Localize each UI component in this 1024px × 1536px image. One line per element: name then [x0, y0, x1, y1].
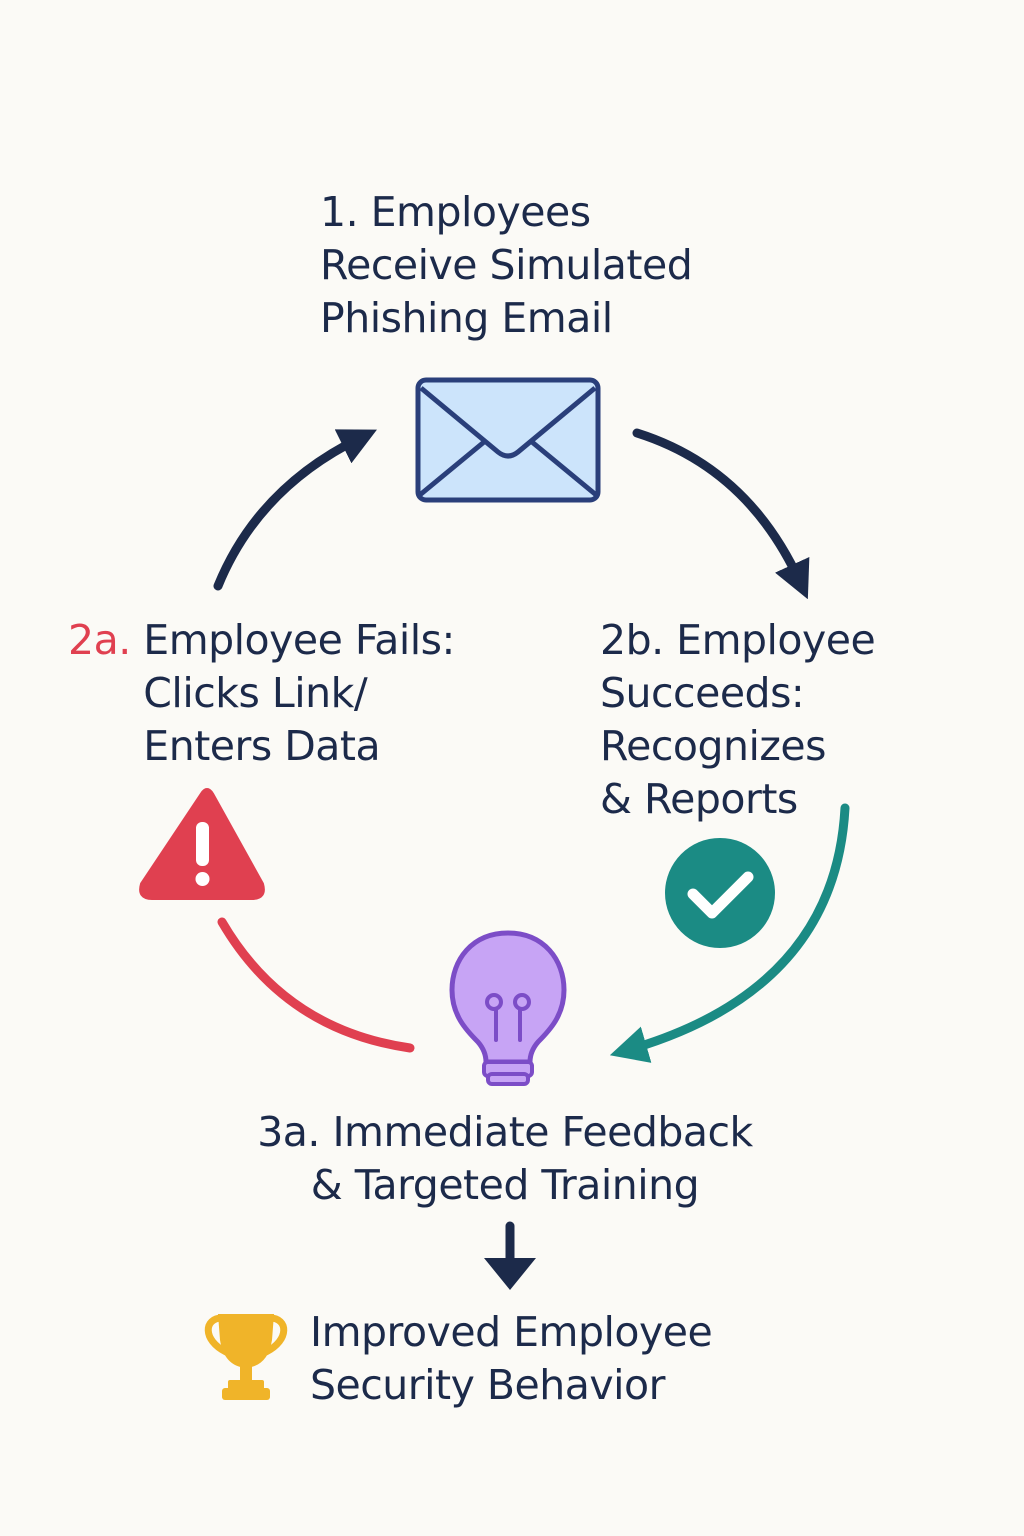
arrow-feedback-to-outcome — [484, 1221, 536, 1290]
step-feedback-label: 3a. Immediate Feedback & Targeted Traini… — [200, 1106, 810, 1212]
envelope-icon — [415, 377, 601, 503]
outcome-label: Improved Employee Security Behavior — [310, 1306, 713, 1412]
step-fail-line: Clicks Link/ — [143, 669, 368, 717]
arrow-succeed-to-feedback — [609, 803, 850, 1063]
step-succeed-line: & Reports — [600, 775, 798, 823]
arrow-email-to-succeed — [632, 428, 810, 600]
step-fail-line: Employee Fails: — [143, 616, 455, 664]
step-fail-text: Employee Fails: Clicks Link/ Enters Data — [143, 614, 455, 773]
lightbulb-icon — [449, 930, 567, 1086]
step-feedback-line: & Targeted Training — [310, 1161, 700, 1209]
step-receive-line: Phishing Email — [320, 294, 613, 342]
step-succeed-line: Recognizes — [600, 722, 827, 770]
checkmark-icon — [665, 838, 775, 948]
step-fail-label: 2a. Employee Fails: Clicks Link/ Enters … — [68, 614, 455, 773]
outcome-line: Improved Employee — [310, 1308, 713, 1356]
step-fail-number: 2a. — [68, 616, 131, 664]
step-fail-line: Enters Data — [143, 722, 381, 770]
step-succeed-line: 2b. Employee — [600, 616, 876, 664]
arrow-fail-to-email — [213, 429, 377, 591]
step-receive-label: 1. Employees Receive Simulated Phishing … — [320, 186, 693, 345]
trophy-icon — [204, 1314, 288, 1400]
step-feedback-line: 3a. Immediate Feedback — [257, 1108, 753, 1156]
step-receive-line: Receive Simulated — [320, 241, 693, 289]
outcome-line: Security Behavior — [310, 1361, 665, 1409]
step-receive-line: 1. Employees — [320, 188, 591, 236]
warning-icon — [139, 788, 265, 900]
step-succeed-line: Succeeds: — [600, 669, 805, 717]
step-succeed-label: 2b. Employee Succeeds: Recognizes & Repo… — [600, 614, 876, 826]
curve-feedback-to-fail — [217, 917, 415, 1053]
